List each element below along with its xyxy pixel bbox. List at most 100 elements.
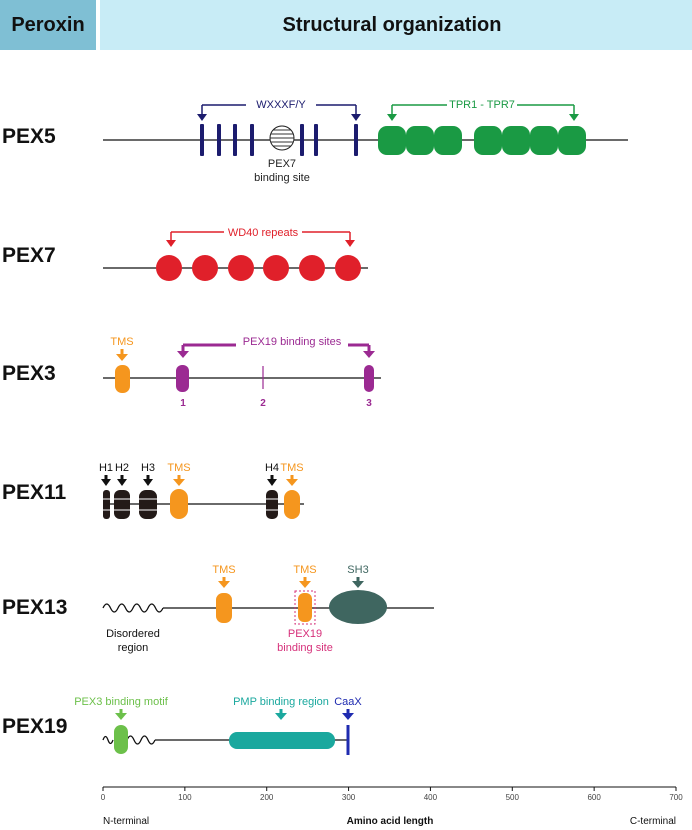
- pex11-helices: [103, 490, 278, 519]
- pex7-row: PEX7 WD40 repeats: [2, 225, 368, 281]
- pex19-pex3-motif: [114, 725, 128, 754]
- pex13-tms-label-2: TMS: [293, 564, 316, 576]
- pex19-row: PEX19 PEX3 binding motif PMP binding reg…: [2, 696, 362, 755]
- pex13-pex19-label-1: PEX19: [288, 628, 322, 640]
- pex5-row: PEX5 WXXXF/Y PEX7 binding site: [2, 97, 628, 184]
- wd40-repeat: [228, 255, 254, 281]
- pex5-name: PEX5: [2, 125, 56, 148]
- pex5-motif: [300, 124, 304, 156]
- pex5-tpr-domains: [378, 126, 586, 155]
- pex19-disordered-wave-1: [102, 735, 114, 745]
- arrow-down-icon: [286, 479, 298, 486]
- tpr-domain: [530, 126, 558, 155]
- arrow-down-icon: [387, 114, 397, 121]
- wd40-repeat: [335, 255, 361, 281]
- pex5-motif: [217, 124, 221, 156]
- pex13-row: PEX13 Disordered region TMS TMS PEX19 bi…: [2, 564, 434, 654]
- arrow-down-icon: [115, 713, 127, 720]
- pex19-caax-label: CaaX: [334, 696, 362, 708]
- pex3-binding-label: PEX19 binding sites: [243, 336, 342, 348]
- pex19-disordered-wave-2: [126, 735, 156, 745]
- pex11-h4-label: H4: [265, 462, 279, 474]
- pex5-motif: [354, 124, 358, 156]
- arrow-down-icon: [218, 581, 230, 588]
- pex5-motif-label: WXXXF/Y: [256, 99, 306, 111]
- arrow-down-icon: [197, 114, 207, 121]
- pex13-tms-label-1: TMS: [212, 564, 235, 576]
- arrow-down-icon: [275, 713, 287, 720]
- arrow-down-icon: [173, 479, 185, 486]
- tpr-domain: [558, 126, 586, 155]
- pex5-tpr-label: TPR1 - TPR7: [449, 99, 515, 111]
- pex13-pex19-binding-box: [294, 590, 316, 625]
- pex13-pex19-label-2: binding site: [277, 642, 333, 654]
- pex5-motif: [200, 124, 204, 156]
- tpr-domain: [378, 126, 406, 155]
- pex13-tms-2: [298, 593, 312, 622]
- pex19-pmp-region: [229, 732, 335, 749]
- pex19-name: PEX19: [2, 715, 67, 738]
- axis-tick-label: 0: [101, 793, 106, 802]
- axis-tick-label: 400: [424, 793, 438, 802]
- header-right-bg: [100, 0, 692, 50]
- pex5-pex7-binding-site: [269, 125, 295, 151]
- axis-tick-label: 100: [178, 793, 192, 802]
- arrow-down-icon: [143, 479, 153, 486]
- pex7-name: PEX7: [2, 244, 56, 267]
- tpr-domain: [474, 126, 502, 155]
- pex3-binding-site-1: [176, 365, 189, 392]
- pex5-motifs: [200, 124, 358, 156]
- axis-tick-label: 600: [587, 793, 601, 802]
- arrow-down-icon: [569, 114, 579, 121]
- pex11-tms-label-2: TMS: [280, 462, 303, 474]
- wd40-repeat: [156, 255, 182, 281]
- pex3-binding-site-3: [364, 365, 374, 392]
- pex11-helix-h4: [266, 490, 278, 519]
- arrow-down-icon: [342, 713, 354, 720]
- pex11-tms-1: [170, 489, 188, 519]
- tpr-domain: [434, 126, 462, 155]
- pex11-helix-h2: [114, 490, 130, 519]
- header-left-bg: [0, 0, 96, 50]
- pex13-sh3-domain: [329, 590, 387, 624]
- tpr-domain: [502, 126, 530, 155]
- wd40-repeat: [192, 255, 218, 281]
- pex3-row: PEX3 TMS PEX19 binding sites 1 2 3: [2, 334, 381, 409]
- arrow-down-icon: [117, 479, 127, 486]
- pex19-pex3-label: PEX3 binding motif: [74, 696, 168, 708]
- arrow-down-icon: [363, 351, 375, 358]
- pex11-name: PEX11: [2, 481, 67, 504]
- axis-title: Amino acid length: [347, 816, 434, 827]
- pex5-motif: [233, 124, 237, 156]
- pex11-h3-label: H3: [141, 462, 155, 474]
- pex13-disordered-wave: [102, 603, 164, 613]
- arrow-down-icon: [351, 114, 361, 121]
- pex11-tms-2: [284, 490, 300, 519]
- pex5-pex7-site-label-2: binding site: [254, 172, 310, 184]
- pex11-row: PEX11 H1 H2 H3 H4: [2, 462, 304, 519]
- arrow-down-icon: [345, 240, 355, 247]
- pex13-disordered-label-2: region: [118, 642, 149, 654]
- pex11-tms-label-1: TMS: [167, 462, 190, 474]
- arrow-down-icon: [177, 351, 189, 358]
- wd40-repeat: [299, 255, 325, 281]
- axis-c-terminal: C-terminal: [630, 816, 676, 827]
- pex3-site-number-1: 1: [180, 398, 186, 409]
- pex13-name: PEX13: [2, 596, 67, 619]
- pex7-wd40-repeats: [156, 255, 361, 281]
- arrow-down-icon: [352, 581, 364, 588]
- header-structural-organization: Structural organization: [283, 14, 502, 36]
- axis-n-terminal: N-terminal: [103, 816, 149, 827]
- pex11-helix-h1: [103, 490, 110, 519]
- tpr-domain: [406, 126, 434, 155]
- pex13-disordered-label-1: Disordered: [106, 628, 160, 640]
- pex3-site-number-2: 2: [260, 398, 266, 409]
- pex5-motif: [314, 124, 318, 156]
- pex3-tms-label: TMS: [110, 336, 133, 348]
- pex13-sh3-label: SH3: [347, 564, 368, 576]
- arrow-down-icon: [116, 354, 128, 361]
- header-peroxin: Peroxin: [11, 14, 84, 36]
- axis-tick-label: 200: [260, 793, 274, 802]
- pex7-repeats-label: WD40 repeats: [228, 227, 299, 239]
